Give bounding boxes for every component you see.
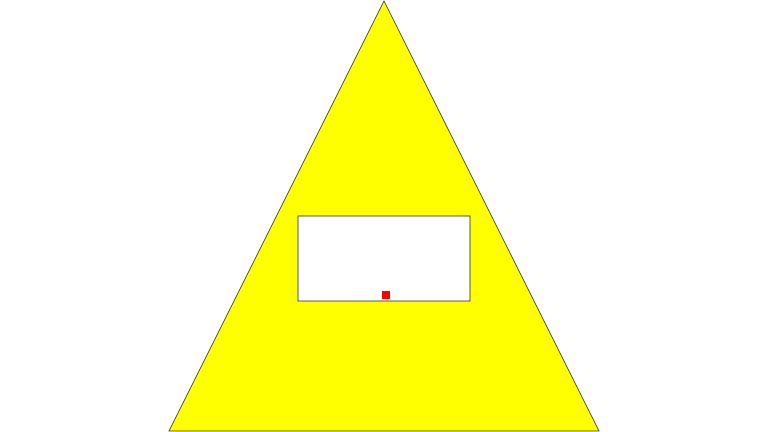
white-rectangle [297,215,471,302]
red-square-marker [382,291,390,299]
